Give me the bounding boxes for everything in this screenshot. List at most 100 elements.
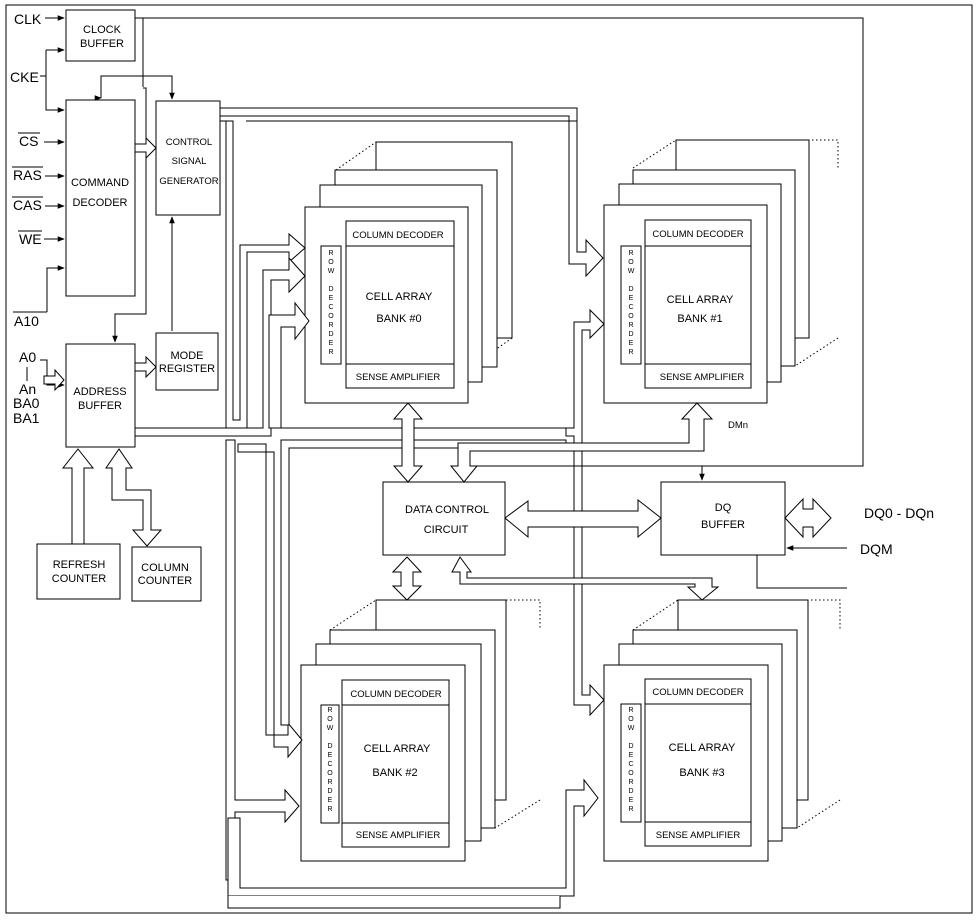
row-decoder-letter: R <box>628 349 633 356</box>
svg-text:CIRCUIT: CIRCUIT <box>424 524 469 536</box>
row-decoder-letter: D <box>628 788 633 795</box>
bank-3-cell-array: CELL ARRAY <box>669 742 736 754</box>
row-decoder-letter: E <box>629 340 634 347</box>
row-decoder-letter: R <box>327 806 332 813</box>
command-decoder-block: COMMAND DECODER <box>65 99 136 297</box>
row-decoder-letter: O <box>628 770 634 777</box>
row-decoder-letter: O <box>628 313 634 320</box>
bank-0-cell-array: CELL ARRAY <box>366 291 433 303</box>
row-decoder-letter: R <box>328 322 333 329</box>
row-decoder-letter: D <box>628 743 633 750</box>
svg-text:BUFFER: BUFFER <box>80 38 124 50</box>
row-decoder-letter: D <box>327 788 332 795</box>
row-decoder-letter: D <box>628 286 633 293</box>
dq-signals: DQ0 - DQn DQM DMn <box>472 420 934 589</box>
svg-text:BUFFER: BUFFER <box>701 519 745 531</box>
row-decoder-letter: W <box>628 725 635 732</box>
bank-2-bank-label: BANK #2 <box>372 767 417 779</box>
hollow-arrows <box>43 107 832 909</box>
dq-buffer-block: DQ BUFFER <box>660 481 786 556</box>
svg-text:CONTROL: CONTROL <box>166 137 212 148</box>
svg-text:REFRESH: REFRESH <box>53 559 106 571</box>
row-decoder-letter: E <box>629 797 634 804</box>
row-decoder-letter: W <box>328 268 335 275</box>
row-decoder-letter: E <box>328 752 333 759</box>
refresh-counter-block: REFRESH COUNTER <box>36 543 121 600</box>
outer-frame <box>5 4 973 914</box>
row-decoder-letter: C <box>328 304 333 311</box>
clock-buffer-block: CLOCK BUFFER <box>65 9 136 62</box>
bank-3-bank-label: BANK #3 <box>679 767 724 779</box>
pin-ba0: BA0 <box>13 395 40 411</box>
row-decoder-letter: O <box>628 716 634 723</box>
bank-2-column-decoder: COLUMN DECODER <box>350 689 441 700</box>
svg-text:DATA CONTROL: DATA CONTROL <box>405 504 489 516</box>
row-decoder-letter: C <box>628 761 633 768</box>
row-decoder-letter: O <box>328 259 334 266</box>
bank-1-bank-label: BANK #1 <box>677 313 722 325</box>
bank-3: COLUMN DECODER CELL ARRAY BANK #3 SENSE … <box>603 599 841 862</box>
svg-text:CLOCK: CLOCK <box>83 24 122 36</box>
row-decoder-letter: D <box>328 286 333 293</box>
row-decoder-letter: O <box>327 716 333 723</box>
row-decoder-letter: R <box>328 349 333 356</box>
row-decoder-letter: W <box>327 725 334 732</box>
row-decoder-letter: R <box>628 250 633 257</box>
row-decoder-letter: R <box>327 779 332 786</box>
bank-1-sense-amplifier: SENSE AMPLIFIER <box>660 372 745 383</box>
row-decoder-letter: O <box>628 259 634 266</box>
svg-text:DQ: DQ <box>715 502 732 514</box>
row-decoder-letter: E <box>329 340 334 347</box>
row-decoder-letter: W <box>628 268 635 275</box>
row-decoder-letter: O <box>327 770 333 777</box>
row-decoder-letter: R <box>628 707 633 714</box>
dqm-label: DQM <box>860 541 893 557</box>
row-decoder-letter: D <box>327 743 332 750</box>
bank-0-bank-label: BANK #0 <box>376 313 421 325</box>
bank-0-column-decoder: COLUMN DECODER <box>352 230 443 241</box>
bank-1: COLUMN DECODER CELL ARRAY BANK #1 SENSE … <box>603 139 839 404</box>
svg-text:GENERATOR: GENERATOR <box>159 176 218 187</box>
row-decoder-letter: R <box>628 322 633 329</box>
svg-text:DECODER: DECODER <box>72 197 127 209</box>
svg-text:COMMAND: COMMAND <box>71 177 129 189</box>
control-signal-generator-block: CONTROL SIGNAL GENERATOR <box>155 100 221 216</box>
pin-we: WE <box>19 231 42 247</box>
pin-ba1: BA1 <box>13 410 40 426</box>
pin-labels: CLK CKE CS RAS CAS WE A10 A0 An BA0 BA1 <box>10 11 47 426</box>
svg-text:REGISTER: REGISTER <box>159 363 215 375</box>
pin-ras: RAS <box>13 167 42 183</box>
pin-a0: A0 <box>19 349 36 365</box>
pin-cs: CS <box>19 133 38 149</box>
bank-3-sense-amplifier: SENSE AMPLIFIER <box>656 830 741 841</box>
bank-0: COLUMN DECODER CELL ARRAY BANK #0 SENSE … <box>304 141 513 404</box>
row-decoder-letter: O <box>328 313 334 320</box>
dq-range-label: DQ0 - DQn <box>864 505 934 521</box>
row-decoder-letter: R <box>328 250 333 257</box>
row-decoder-letter: R <box>327 707 332 714</box>
address-buffer-block: ADDRESS BUFFER <box>65 343 136 448</box>
pin-clk: CLK <box>14 11 42 27</box>
bank-3-column-decoder: COLUMN DECODER <box>652 687 743 698</box>
row-decoder-letter: E <box>329 295 334 302</box>
pin-a10: A10 <box>14 313 39 329</box>
svg-text:COUNTER: COUNTER <box>138 575 192 587</box>
bank-0-sense-amplifier: SENSE AMPLIFIER <box>356 372 441 383</box>
row-decoder-letter: D <box>628 331 633 338</box>
column-counter-block: COLUMN COUNTER <box>131 546 202 602</box>
bank-2-cell-array: CELL ARRAY <box>364 743 431 755</box>
row-decoder-letter: D <box>328 331 333 338</box>
data-control-circuit-block: DATA CONTROL CIRCUIT <box>382 481 506 556</box>
svg-text:COUNTER: COUNTER <box>52 573 106 585</box>
dmn-label: DMn <box>728 420 748 431</box>
bank-1-column-decoder: COLUMN DECODER <box>652 229 743 240</box>
connections <box>40 15 864 481</box>
bank-1-cell-array: CELL ARRAY <box>667 294 734 306</box>
row-decoder-letter: R <box>628 779 633 786</box>
pin-cas: CAS <box>13 197 42 213</box>
row-decoder-letter: E <box>328 797 333 804</box>
row-decoder-letter: E <box>629 752 634 759</box>
